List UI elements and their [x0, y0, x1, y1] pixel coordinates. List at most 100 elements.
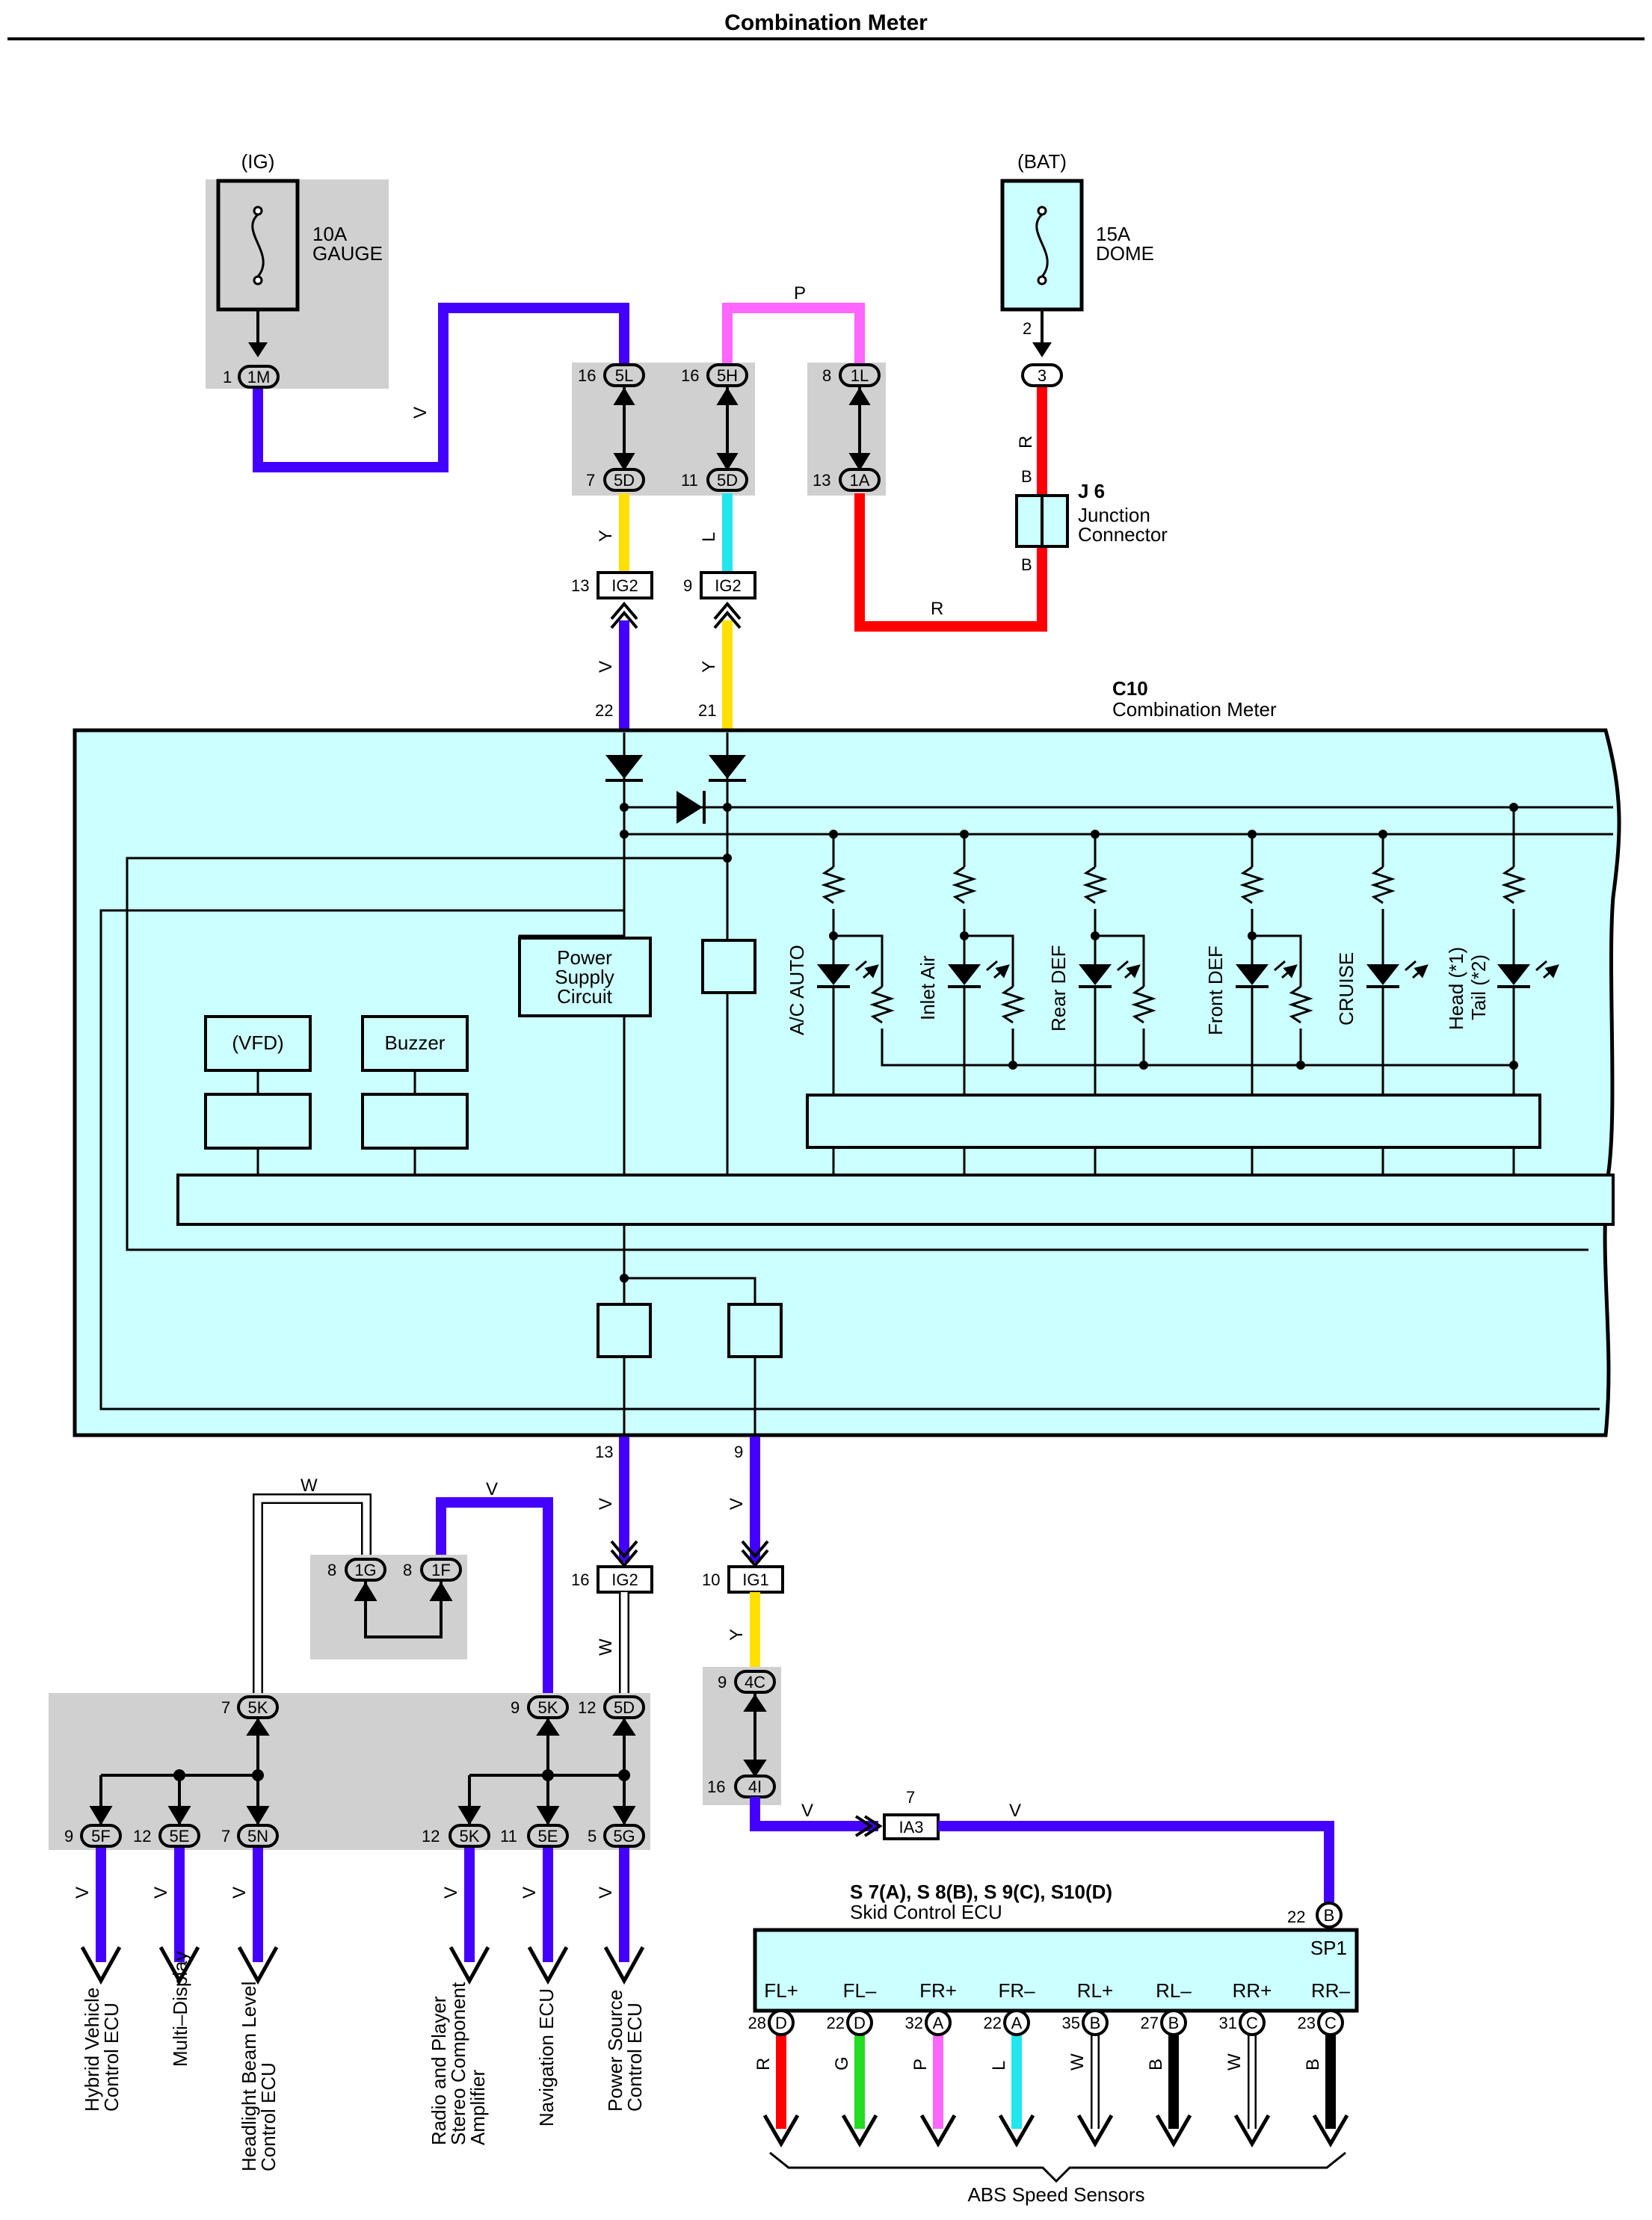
fuse-gauge-arrow: [248, 342, 268, 357]
output-radio-1: Radio and Player: [428, 1996, 450, 2145]
fuse-dome-name: DOME: [1096, 242, 1154, 265]
terminal-connector: [1317, 2009, 1344, 2036]
conn-4C: 4C: [734, 1670, 776, 1694]
output-radio-2: Stereo Component: [447, 1982, 469, 2145]
meter-id: C10: [1112, 677, 1148, 700]
pin-5E-a: 12: [133, 1827, 151, 1846]
svg-text:IG2: IG2: [611, 576, 638, 595]
j6-name-1: Junction: [1078, 504, 1150, 526]
j6-id: J 6: [1078, 480, 1105, 502]
svg-text:1L: 1L: [851, 366, 869, 385]
terminal-connector-id: D: [775, 2014, 787, 2032]
sensor-wire-code: W: [1224, 2053, 1245, 2071]
indicator-inlet-air: Inlet Air: [916, 830, 1026, 1095]
meter-box: [73, 728, 1621, 1437]
svg-text:4C: 4C: [745, 1673, 765, 1692]
wc-y-2: Y: [699, 661, 719, 673]
sensor-arrow: [998, 2114, 1035, 2147]
branch-right: [457, 1718, 636, 1825]
conn-5K-7: 5K: [237, 1695, 279, 1719]
buzzer-block: [361, 1015, 469, 1072]
svg-text:5D: 5D: [717, 471, 738, 490]
output-power-source-1: Power Source: [604, 1990, 626, 2112]
svg-text:Front DEF: Front DEF: [1204, 946, 1227, 1035]
wc-r-2: R: [931, 599, 943, 619]
link-4C-4I: [743, 1694, 767, 1777]
skid-sp1: SP1: [1310, 1937, 1347, 1959]
wc-w-1: W: [300, 1476, 318, 1496]
wc-v-4: V: [727, 1498, 747, 1510]
conn-5K-9: 5K: [527, 1695, 569, 1719]
terminal-connector: [1160, 2009, 1187, 2036]
indicator-head-tail: Head (*1) Tail (*2): [1445, 803, 1554, 1095]
terminal-pin: 22: [827, 2014, 845, 2032]
pin-meter-22: 22: [595, 701, 613, 720]
svg-text:5E: 5E: [538, 1827, 558, 1846]
output-hybrid-2: Control ECU: [100, 2002, 123, 2112]
pin-5K-7: 7: [221, 1698, 230, 1717]
pin-5G: 5: [588, 1827, 597, 1846]
terminal-pin: 31: [1219, 2014, 1237, 2032]
terminal-connector: [1003, 2009, 1030, 2036]
svg-text:4I: 4I: [748, 1777, 762, 1796]
sensor-wire-code: P: [910, 2059, 931, 2071]
pin-5D-12: 12: [578, 1698, 596, 1717]
fuse-dome-arrow: [1032, 342, 1052, 357]
svg-text:V: V: [441, 1887, 461, 1899]
output-hybrid-1: Hybrid Vehicle: [81, 1988, 103, 2112]
sensor-wire-code: G: [832, 2056, 852, 2071]
svg-text:Rear DEF: Rear DEF: [1047, 945, 1070, 1032]
power-supply-block: [518, 937, 652, 1017]
svg-text:1A: 1A: [850, 471, 870, 490]
link-1G-1F: [354, 1582, 453, 1638]
output-wire-codes: V V V V V V: [73, 1887, 616, 1899]
svg-text:5F: 5F: [91, 1827, 111, 1846]
pin-5K-9: 9: [511, 1698, 520, 1717]
wc-v-6: V: [801, 1801, 813, 1821]
pin-5L: 16: [578, 366, 596, 385]
svg-text:Inlet Air: Inlet Air: [916, 955, 939, 1020]
terminal-pin: 35: [1062, 2014, 1080, 2032]
wire-r-j6: [854, 493, 1047, 632]
svg-text:3: 3: [1038, 366, 1047, 385]
sensor-arrow: [919, 2114, 957, 2147]
svg-text:5K: 5K: [538, 1698, 558, 1717]
terminal-connector-id: A: [1011, 2014, 1023, 2032]
terminal-connector: [846, 2009, 873, 2036]
pin-1M: 1: [223, 368, 232, 386]
svg-text:V: V: [596, 1887, 616, 1899]
power-supply-l3: Circuit: [557, 985, 612, 1008]
skid-terminal-label: FR+: [919, 1979, 957, 2002]
skid-name: Skid Control ECU: [850, 1901, 1002, 1923]
terminal-pin: 22: [984, 2014, 1002, 2032]
svg-text:Tail (*2): Tail (*2): [1467, 955, 1490, 1020]
skid-input-conn: B: [1316, 1902, 1343, 1928]
conn-5D-b: 5D: [706, 468, 748, 492]
conn-1L: 1L: [839, 363, 881, 387]
output-power-source-2: Control ECU: [623, 2002, 646, 2112]
svg-text:V: V: [520, 1887, 540, 1899]
pin-meter-21: 21: [698, 701, 716, 720]
wc-v-7: V: [1009, 1801, 1021, 1821]
wire-v-gauge: [253, 303, 629, 472]
terminal-connector-id: B: [1168, 2014, 1180, 2032]
svg-text:5D: 5D: [614, 1698, 635, 1717]
skid-terminal-label: FR–: [998, 1979, 1035, 2002]
sensor-arrow: [762, 2114, 800, 2147]
conn-5D-12: 5D: [603, 1695, 645, 1719]
pin-4I: 16: [707, 1777, 725, 1796]
vfd-label: (VFD): [232, 1032, 283, 1054]
svg-text:V: V: [229, 1887, 250, 1899]
pin-5H: 16: [681, 366, 699, 385]
pin-5N: 7: [221, 1827, 230, 1846]
fuse-gauge-name: GAUGE: [312, 242, 383, 265]
pin-meter-13: 13: [595, 1443, 613, 1461]
svg-text:IA3: IA3: [899, 1818, 923, 1837]
wire-p-link: [722, 303, 865, 366]
pin-1F: 8: [403, 1561, 412, 1579]
pin-1G: 8: [327, 1561, 336, 1579]
pin-5K-12: 12: [422, 1827, 440, 1846]
